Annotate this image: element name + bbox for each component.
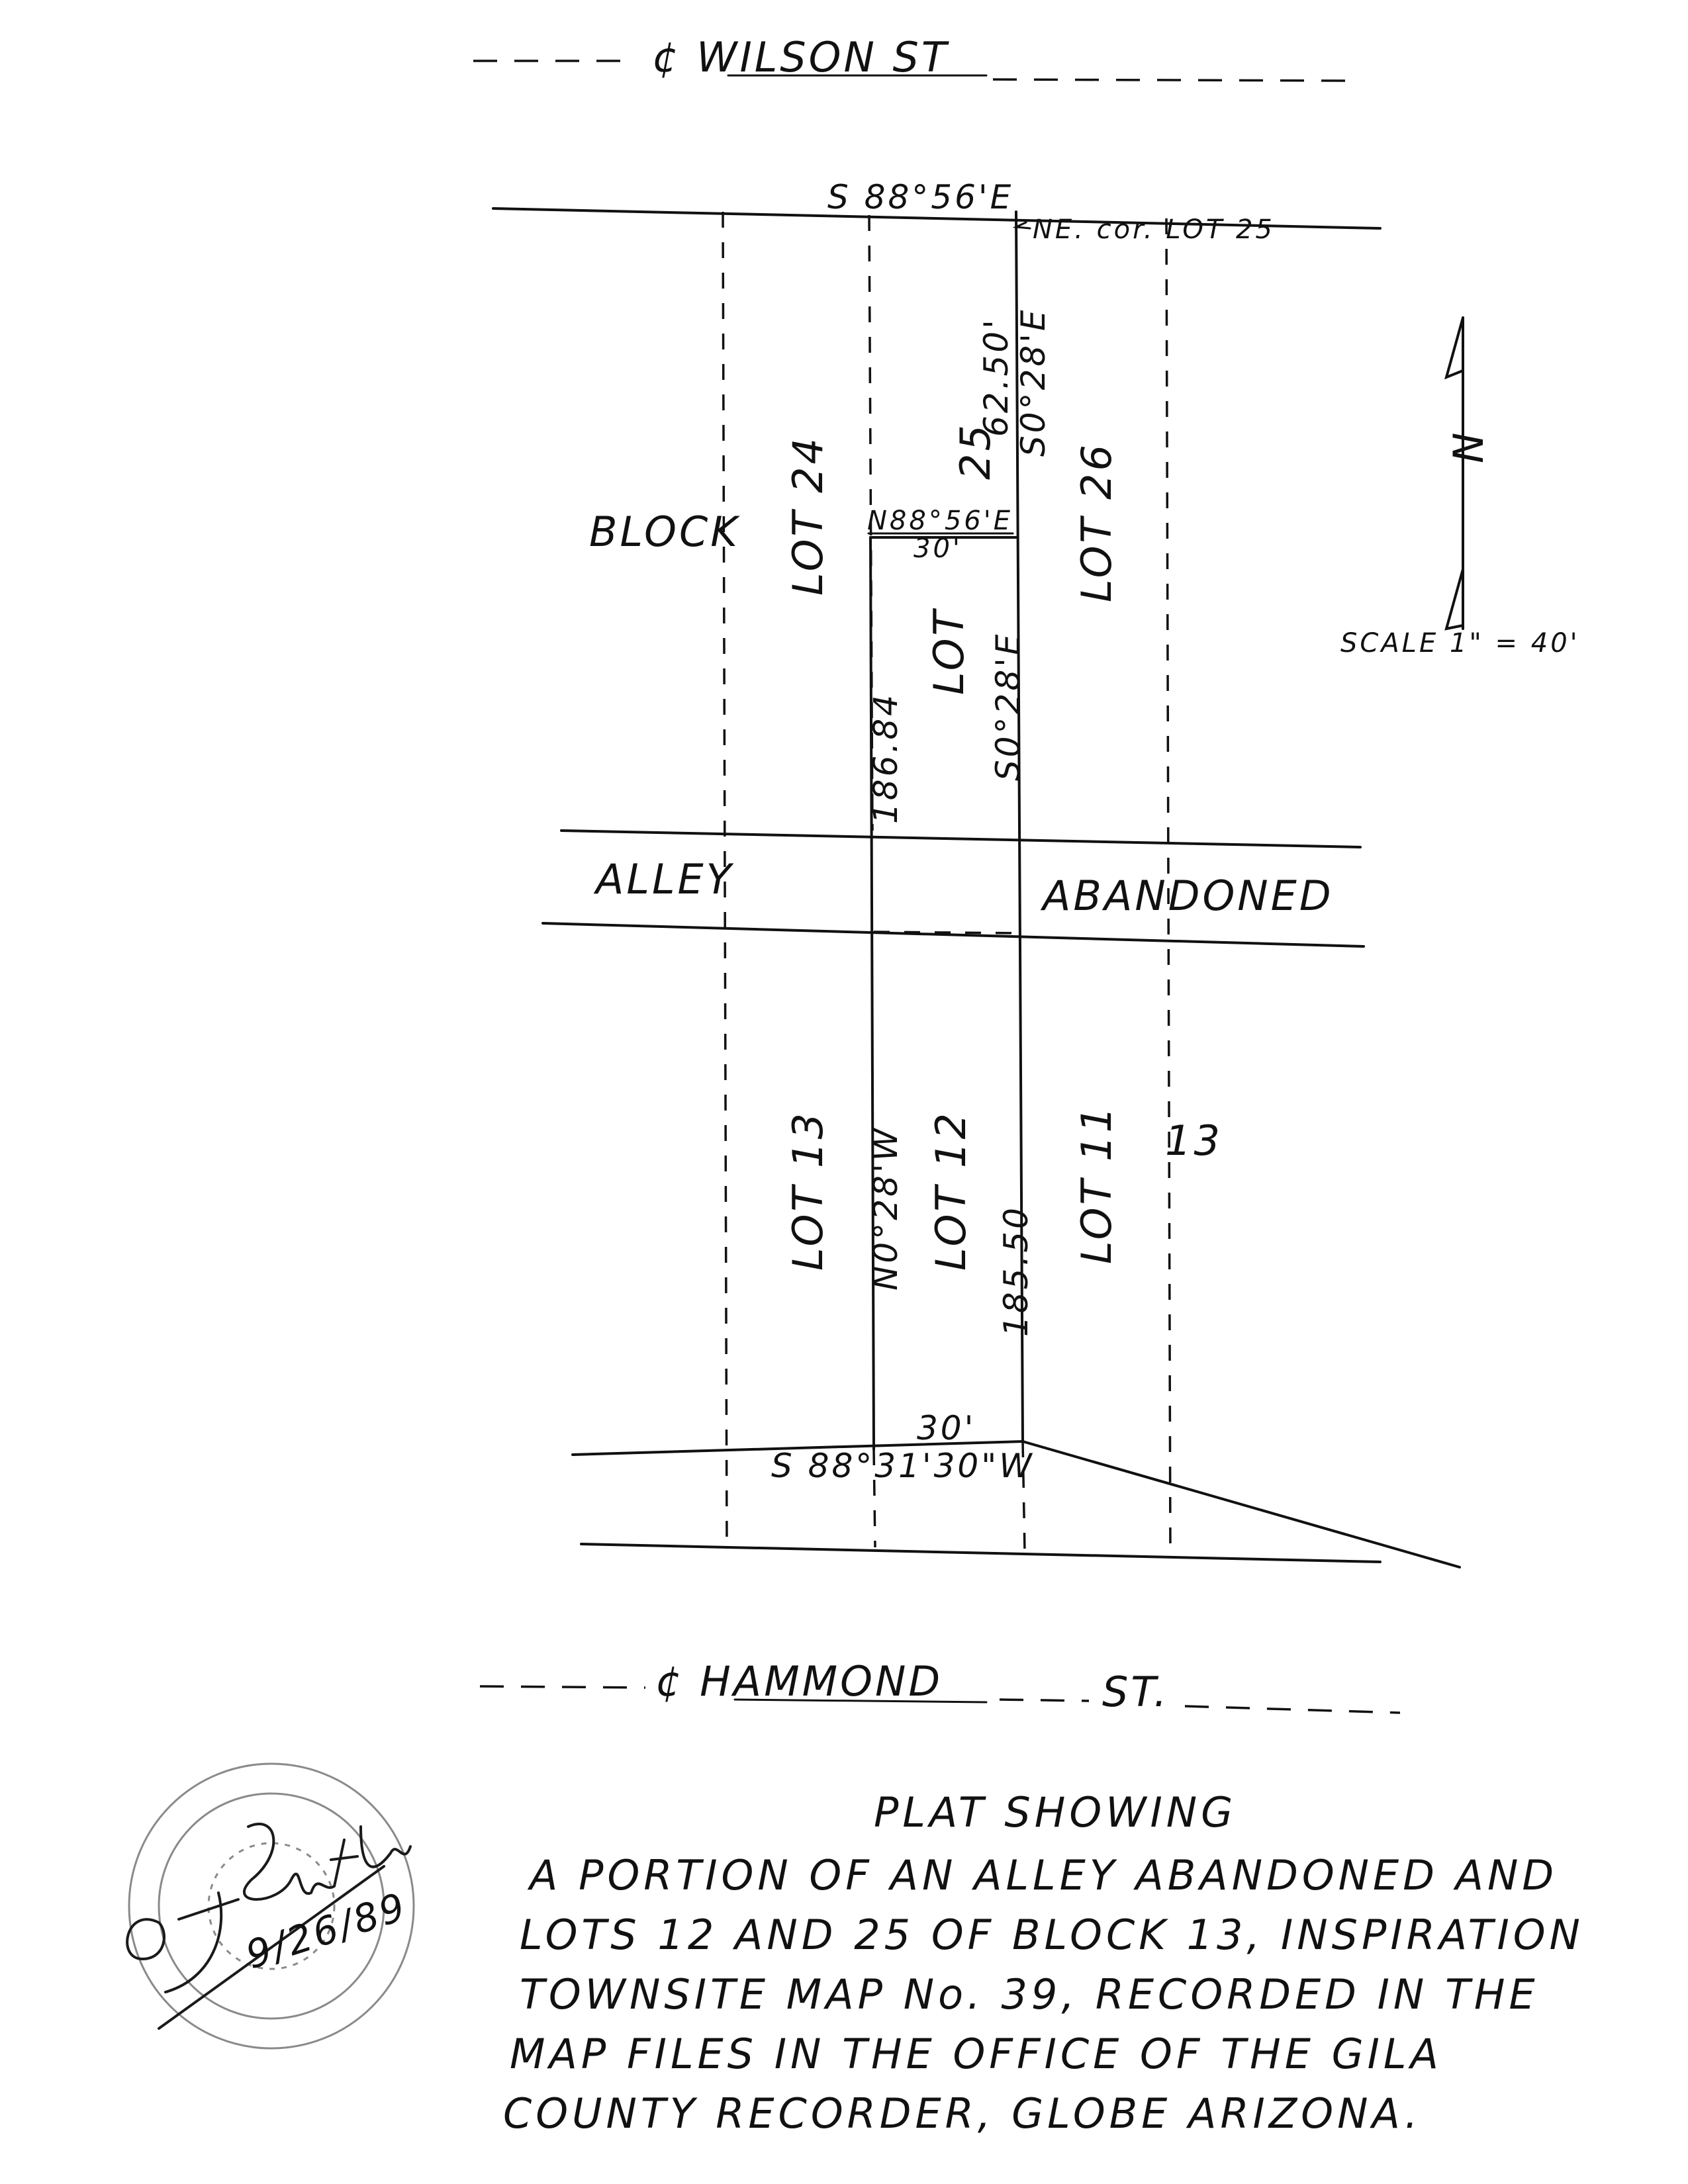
lot-line-east — [1165, 218, 1172, 1557]
south-east-diagonal-line — [1021, 1440, 1461, 1569]
east-upper-bearing: S0°28'E — [1014, 307, 1053, 457]
surveyor-signature: 9/26/89 — [126, 1823, 413, 2030]
signature-underline — [158, 1865, 385, 2030]
lot-25-word: LOT — [925, 608, 973, 695]
hammond-street-suffix: ST. — [1102, 1668, 1170, 1716]
title-line-1: A PORTION OF AN ALLEY ABANDONED AND — [527, 1851, 1558, 1899]
signature-stroke-1 — [126, 1918, 165, 1960]
north-letter: N — [1444, 430, 1493, 463]
south-boundary-line — [571, 1440, 1024, 1456]
parcel-west-line — [869, 536, 875, 1451]
east-total-distance: 185.50 — [997, 1205, 1035, 1337]
title-block: PLAT SHOWING A PORTION OF AN ALLEY ABAND… — [503, 1788, 1584, 2138]
dimensions: S 88°56'E NE. cor. LOT 25 62.50' S0°28'E… — [771, 178, 1275, 1485]
lot-24-label: LOT 24 — [784, 435, 832, 596]
hammond-cl-dash-right — [1184, 1705, 1401, 1714]
alley-centerline-dashed — [873, 931, 1020, 934]
lot-line-25-west-upper — [868, 214, 874, 831]
lot-11-label: LOT 11 — [1072, 1104, 1121, 1264]
seal-outer-ring — [128, 1762, 415, 2050]
lot-26-label: LOT 26 — [1072, 442, 1121, 602]
wilson-street-centerline: ¢ WILSON ST — [473, 33, 1351, 82]
abandoned-label: ABANDONED — [1040, 872, 1334, 920]
surveyor-seal — [128, 1762, 415, 2050]
north-boundary-line — [492, 207, 1382, 230]
title-heading: PLAT SHOWING — [874, 1788, 1237, 1837]
hammond-street-label: ¢ HAMMOND — [655, 1657, 943, 1706]
lot-line-west — [722, 211, 728, 1546]
east-upper-distance: 62.50' — [977, 317, 1015, 437]
seal-center-ring — [207, 1842, 336, 1970]
inner-line-distance: 30' — [914, 533, 962, 564]
lot-line-12-east-lower — [1021, 1441, 1026, 1553]
lot-25-number: 25 — [951, 422, 1000, 480]
signature-stroke-3 — [243, 1823, 412, 1901]
north-arrow-head — [1444, 316, 1464, 380]
east-lower-bearing: S0°28'E — [989, 631, 1027, 781]
west-distance: 186.84 — [867, 692, 905, 824]
scale-label: SCALE 1" = 40' — [1340, 628, 1580, 659]
south-line-distance: 30' — [917, 1409, 976, 1447]
block-number: 13 — [1165, 1116, 1223, 1165]
north-line-bearing: S 88°56'E — [827, 178, 1013, 216]
hammond-cl-dash-left — [479, 1685, 646, 1689]
block-word: BLOCK — [589, 508, 740, 556]
ne-corner-label: NE. cor. LOT 25 — [1033, 214, 1275, 245]
alley-north-line — [560, 829, 1362, 848]
south-line-bearing: S 88°31'30"W — [771, 1447, 1035, 1485]
lot-13-label: LOT 13 — [784, 1111, 832, 1271]
south-street-line — [580, 1543, 1382, 1563]
hammond-cl-dash-mid — [999, 1698, 1090, 1702]
seal-inner-ring — [158, 1792, 385, 2020]
alley-label: ALLEY — [593, 855, 734, 903]
alley-south-line — [541, 922, 1365, 948]
ne-corner-arrow — [1012, 221, 1031, 230]
lot-labels: BLOCK LOT 24 25 LOT LOT 26 ALLEY ABANDON… — [589, 422, 1334, 1271]
hammond-street-centerline: ¢ HAMMOND ST. — [479, 1657, 1401, 1716]
north-arrow: N SCALE 1" = 40' — [1340, 316, 1580, 659]
inner-line-bearing: N88°56'E — [867, 506, 1013, 536]
title-line-3: TOWNSITE MAP No. 39, RECORDED IN THE — [520, 1970, 1539, 2019]
parcel-east-line — [1015, 210, 1024, 1443]
title-line-5: COUNTY RECORDER, GLOBE ARIZONA. — [503, 2089, 1422, 2138]
title-line-4: MAP FILES IN THE OFFICE OF THE GILA — [510, 2030, 1442, 2078]
west-bearing: N0°28'W — [867, 1126, 905, 1291]
signature-stroke-2 — [164, 1891, 240, 1993]
lot-lines — [722, 211, 1172, 1557]
title-line-2: LOTS 12 AND 25 OF BLOCK 13, INSPIRATION — [520, 1911, 1584, 1959]
wilson-street-label: ¢ WILSON ST — [652, 33, 949, 81]
property-lines — [492, 207, 1461, 1569]
hammond-label-underline — [733, 1698, 988, 1704]
north-arrow-tail — [1444, 568, 1464, 631]
wilson-cl-dash-right — [992, 78, 1351, 82]
lot-12-label: LOT 12 — [927, 1111, 975, 1271]
